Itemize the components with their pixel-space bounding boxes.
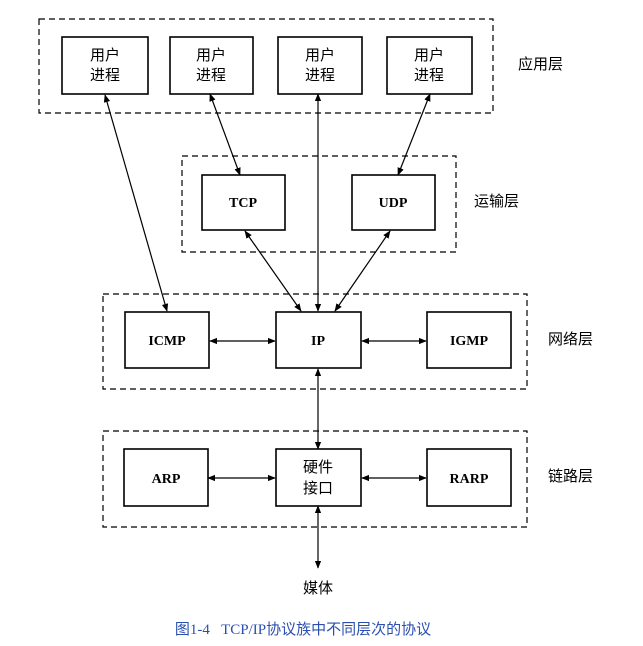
user-process-4-line1: 用户 <box>414 46 444 64</box>
user-process-3: 用户 进程 <box>277 36 363 95</box>
user-process-3-line1: 用户 <box>305 46 335 64</box>
edge-udp-ip <box>334 230 391 312</box>
hardware-interface-node: 硬件 接口 <box>275 448 362 507</box>
user-process-4: 用户 进程 <box>386 36 473 95</box>
ip-node: IP <box>275 311 362 369</box>
user-process-4-line2: 进程 <box>414 66 444 84</box>
network-layer-label: 网络层 <box>548 330 593 348</box>
rarp-node: RARP <box>426 448 512 507</box>
link-layer-label: 链路层 <box>548 467 593 485</box>
arp-label: ARP <box>152 472 181 487</box>
application-layer-frame <box>38 18 494 114</box>
user-process-1-line1: 用户 <box>90 46 120 64</box>
rarp-label: RARP <box>450 472 489 487</box>
user-process-1: 用户 进程 <box>61 36 149 95</box>
udp-label: UDP <box>379 196 408 211</box>
transport-layer-frame <box>181 155 457 253</box>
user-process-1-line2: 进程 <box>90 66 120 84</box>
application-layer-label: 应用层 <box>518 55 563 73</box>
ip-label: IP <box>311 334 325 349</box>
edge-process1-icmp <box>103 94 169 312</box>
edge-process4-udp <box>397 93 431 176</box>
icmp-label: ICMP <box>148 334 186 349</box>
figure-caption: 图1-4 TCP/IP协议族中不同层次的协议 <box>175 621 431 638</box>
arp-node: ARP <box>123 448 209 507</box>
icmp-node: ICMP <box>124 311 210 369</box>
igmp-node: IGMP <box>426 311 512 369</box>
edge-tcp-ip <box>244 230 302 312</box>
user-process-2: 用户 进程 <box>169 36 254 95</box>
transport-layer-label: 运输层 <box>474 192 519 210</box>
hardware-interface-line2: 接口 <box>303 479 333 497</box>
igmp-label: IGMP <box>450 334 489 349</box>
user-process-2-line2: 进程 <box>196 66 226 84</box>
tcp-label: TCP <box>229 196 257 211</box>
edge-process2-tcp <box>209 93 241 176</box>
media-label: 媒体 <box>303 579 333 597</box>
hardware-interface-line1: 硬件 <box>303 458 333 476</box>
udp-node: UDP <box>351 174 436 231</box>
user-process-2-line1: 用户 <box>196 46 226 64</box>
tcp-node: TCP <box>201 174 286 231</box>
user-process-3-line2: 进程 <box>305 66 335 84</box>
